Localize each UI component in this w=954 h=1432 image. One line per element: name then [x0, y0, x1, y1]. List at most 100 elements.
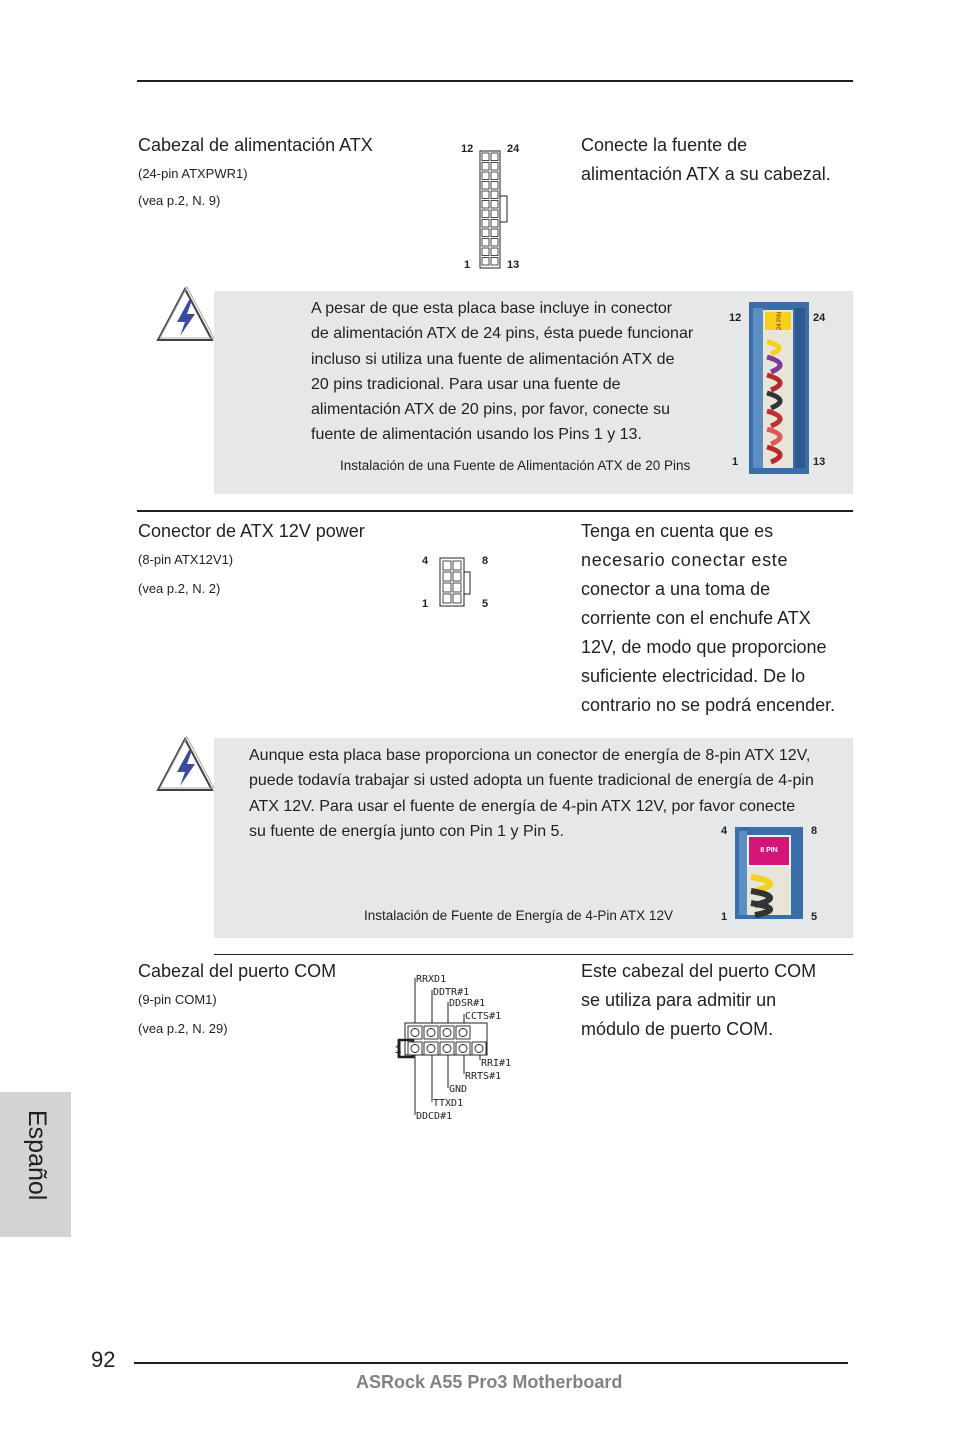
desc-line: conector a una toma de: [581, 579, 771, 599]
atx12v-4pin-install-photo: 8 PIN: [735, 827, 803, 919]
com-pin: [407, 1025, 423, 1040]
section-divider: [214, 954, 853, 955]
connector-pin: [481, 209, 490, 218]
connector-pin: [490, 228, 499, 237]
connector-pin: [490, 257, 499, 266]
connector-latch: [499, 195, 508, 223]
com-label-ttxd1: TTXD1: [433, 1098, 463, 1109]
desc-line: módulo de puerto COM.: [581, 1019, 774, 1039]
desc-line: Conecte la fuente de: [581, 135, 748, 155]
com-label-ddtr1: DDTR#1: [433, 987, 469, 998]
photo-pin-5-label: 5: [811, 911, 818, 923]
note-line: su fuente de energía junto con Pin 1 y P…: [249, 822, 564, 840]
desc-line: se utiliza para admitir un: [581, 990, 777, 1010]
connector-pin: [490, 209, 499, 218]
com-pin: [455, 1041, 471, 1056]
atx-20pin-install-photo: 24 PIN: [749, 302, 809, 474]
connector-pin: [481, 228, 490, 237]
atx12v-8pin-connector-diagram: [439, 557, 471, 607]
page-number: 92: [91, 1347, 116, 1372]
connector-pin: [481, 162, 490, 171]
connector-pin: [481, 152, 490, 161]
atx12v-pin-8-label: 8: [482, 555, 489, 567]
atx-power-title: Cabezal de alimentación ATX: [138, 135, 373, 155]
connector-pin: [442, 582, 452, 593]
com-pin-hole: [442, 1028, 452, 1037]
com-pin: [407, 1041, 423, 1056]
com-pin-hole: [442, 1044, 452, 1053]
note-24pin-caption: Instalación de una Fuente de Alimentació…: [340, 458, 691, 473]
connector-pin: [490, 152, 499, 161]
connector-pin: [490, 200, 499, 209]
com-pin-hole: [474, 1044, 484, 1053]
atx-24pin-connector-diagram: [479, 150, 508, 269]
connector-pin: [481, 171, 490, 180]
footer-rule: [134, 1362, 848, 1364]
connector-pin: [481, 247, 490, 256]
com-header-page-ref: (vea p.2, N. 29): [138, 1021, 228, 1036]
com-pin: [455, 1025, 471, 1040]
note-line: fuente de alimentación usando los Pins 1…: [311, 426, 642, 444]
desc-line: alimentación ATX a su cabezal.: [581, 164, 831, 184]
desc-line: 12V, de modo que proporcione: [581, 637, 827, 657]
photo-pin-1-label: 1: [721, 911, 728, 923]
connector-pin: [490, 219, 499, 228]
desc-line: necesario conectar este: [581, 550, 789, 570]
com-header-title: Cabezal del puerto COM: [138, 961, 337, 981]
connector-pin: [490, 190, 499, 199]
section-divider: [137, 510, 853, 512]
connector-pin: [490, 181, 499, 190]
connector-pin: [452, 571, 462, 582]
connector-pin: [481, 181, 490, 190]
atx-pin-1-label: 1: [464, 259, 471, 271]
com-label-gnd: GND: [449, 1084, 467, 1095]
atx-pin-24-label: 24: [507, 143, 520, 155]
footer-product-name: ASRock A55 Pro3 Motherboard: [356, 1372, 623, 1392]
top-rule: [137, 80, 853, 82]
com-pin-hole: [458, 1044, 468, 1053]
connector-pin: [490, 238, 499, 247]
note-line: de alimentación ATX de 24 pins, ésta pue…: [311, 325, 694, 343]
atx12v-pin-label: (8-pin ATX12V1): [138, 552, 234, 567]
desc-line: suficiente electricidad. De lo: [581, 666, 806, 686]
photo-pin-1-label: 1: [732, 456, 739, 468]
connector-pin: [481, 238, 490, 247]
photo-pin-24-label: 24: [813, 312, 826, 324]
desc-line: corriente con el enchufe ATX: [581, 608, 811, 628]
atx-power-page-ref: (vea p.2, N. 9): [138, 193, 221, 208]
atx12v-pin-1-label: 1: [422, 598, 429, 610]
com-label-rrts1: RRTS#1: [465, 1071, 501, 1082]
connector-pin: [452, 593, 462, 604]
com-label-ccts1: CCTS#1: [465, 1011, 501, 1022]
note-8pin-text: Aunque esta placa base proporciona un co…: [249, 743, 814, 844]
language-side-tab: Español: [0, 1092, 71, 1237]
photo-pin-12-label: 12: [729, 312, 742, 324]
note-line: puede todavía trabajar si usted adopta u…: [249, 772, 814, 790]
connector-pin: [481, 219, 490, 228]
atx-power-description: Conecte la fuente de alimentación ATX a …: [581, 131, 831, 189]
atx-pin-12-label: 12: [461, 143, 474, 155]
connector-pin: [481, 257, 490, 266]
com-9pin-header-diagram: 1 RRXD1 DDTR#1 DDSR#1 CCTS#1 RRI#1 RRTS#…: [395, 974, 511, 1122]
com-label-rri1: RRI#1: [481, 1058, 511, 1069]
com-pin: [423, 1041, 439, 1056]
language-label: Español: [23, 1110, 51, 1201]
com-pin-hole: [426, 1044, 436, 1053]
connector-pin: [452, 560, 462, 571]
com-header-description: Este cabezal del puerto COM se utiliza p…: [581, 957, 816, 1044]
desc-line: Tenga en cuenta que es: [581, 521, 774, 541]
note-line: A pesar de que esta placa base incluye i…: [311, 300, 673, 317]
com-pin: [471, 1041, 487, 1056]
atx12v-page-ref: (vea p.2, N. 2): [138, 581, 221, 596]
connector-pin: [442, 560, 452, 571]
com-label-ddsr1: DDSR#1: [449, 998, 485, 1009]
com-pin: [423, 1025, 439, 1040]
photo-pin-13-label: 13: [813, 456, 826, 468]
com-pin-hole: [410, 1044, 420, 1053]
warning-icon: [156, 285, 215, 341]
atx12v-pin-5-label: 5: [482, 598, 489, 610]
connector-pin: [452, 582, 462, 593]
photo-pin-8-label: 8: [811, 825, 818, 837]
connector-pin: [442, 593, 452, 604]
desc-line: contrario no se podrá encender.: [581, 695, 836, 715]
